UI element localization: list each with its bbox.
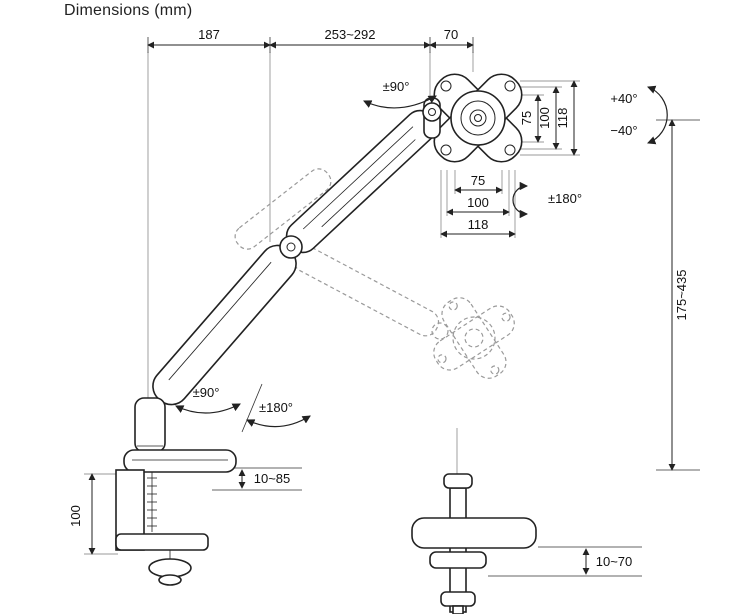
vesa-hole [440, 144, 452, 156]
grommet-stem [452, 605, 464, 614]
vesa-plate [433, 73, 523, 163]
lower-arm [152, 244, 297, 406]
vesa-rotation-arrow-icon [512, 181, 529, 219]
divider-line [241, 383, 263, 433]
dim-rotation-base: ±180° [259, 400, 293, 415]
upper-arm [285, 109, 438, 254]
dim-grommet-range: 10~70 [596, 554, 633, 569]
dim-vesa-h118: 118 [468, 217, 489, 232]
page-title: Dimensions (mm) [64, 2, 193, 19]
vesa-hole [440, 80, 452, 92]
dim-clamp-range: 10~85 [254, 471, 291, 486]
dim-rotation-mid: ±90° [193, 385, 220, 400]
dim-rotation-top: ±90° [383, 79, 410, 94]
dim-height-range: 175~435 [674, 270, 689, 321]
ghost-vesa-plate [433, 297, 515, 379]
dim-arm-reach: 253~292 [325, 27, 376, 42]
desk-surface [411, 517, 537, 549]
dim-tilt-up: +40° [610, 91, 637, 106]
grommet-under-bracket [429, 551, 487, 569]
dim-base-height: 100 [68, 505, 83, 527]
dim-vesa-h100: 100 [467, 195, 489, 210]
dim-head-offset: 70 [444, 27, 458, 42]
rotation-arrow-mid-icon [175, 403, 241, 414]
desk-clamp [115, 449, 237, 586]
dim-vesa-v100: 100 [537, 107, 552, 129]
clamp-top-plate [123, 449, 237, 473]
rotation-arrow-base-icon [246, 415, 311, 428]
tilt-arrow-icon [647, 85, 668, 145]
base-riser [134, 397, 166, 453]
dim-vesa-rotation: ±180° [548, 191, 582, 206]
rotation-arrow-top-icon [363, 95, 437, 109]
grommet-pole-cap [443, 473, 473, 489]
dim-vesa-h75: 75 [471, 173, 485, 188]
dimension-labels: 187 253~292 70 ±90° 75 100 118 +40° −40°… [68, 27, 689, 569]
extension-lines [84, 37, 700, 577]
dim-tilt-down: −40° [610, 123, 637, 138]
grommet-nut [440, 591, 476, 607]
clamp-bottom-jaw [115, 533, 209, 551]
top-hinge-joint [422, 97, 442, 139]
rotation-arrows [175, 85, 668, 433]
elbow-joint [279, 235, 303, 259]
dim-vesa-v118: 118 [555, 108, 570, 129]
grommet-mount [411, 473, 537, 614]
dim-arm-front: 187 [198, 27, 220, 42]
dimension-lines [88, 41, 676, 575]
dim-vesa-v75: 75 [519, 111, 534, 125]
ghost-hinge-joint [431, 322, 449, 340]
vesa-hole [504, 144, 516, 156]
vesa-hole [504, 80, 516, 92]
